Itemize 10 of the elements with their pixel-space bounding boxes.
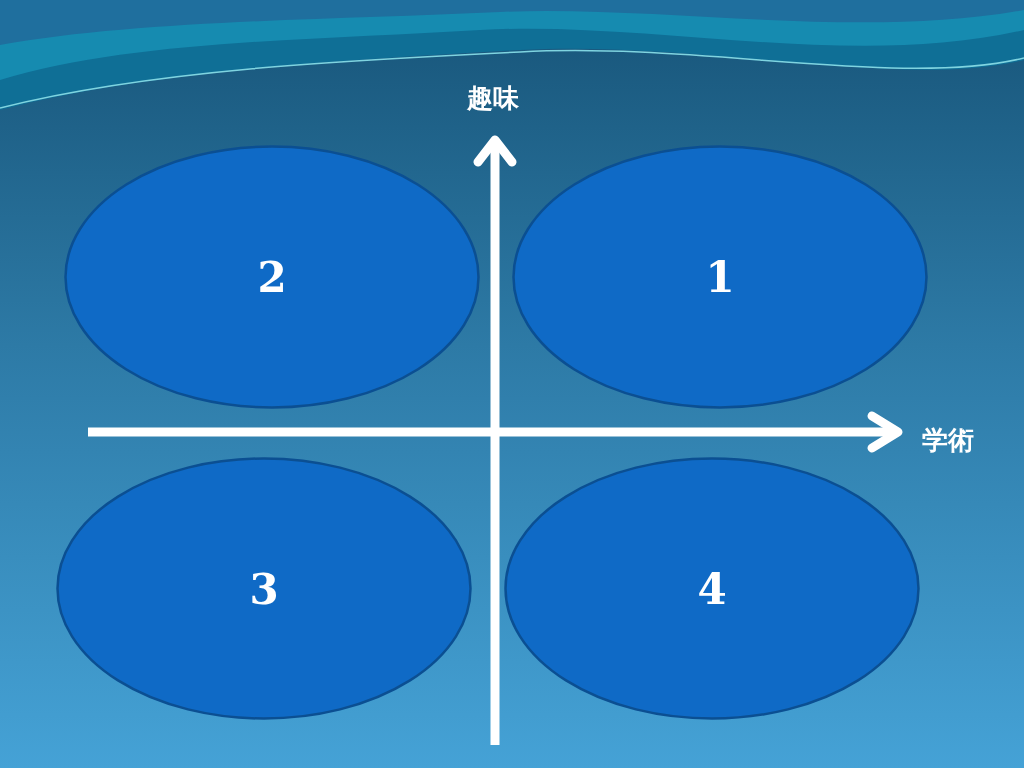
- quadrant-number: 1: [705, 252, 735, 302]
- oval: [56, 457, 472, 720]
- oval: [64, 145, 480, 409]
- oval: [512, 145, 928, 409]
- quadrant-number: 4: [697, 564, 727, 613]
- quadrant-number: 2: [257, 252, 287, 302]
- axis-label: 学術: [922, 423, 974, 457]
- axis-label: 趣味: [467, 81, 519, 115]
- quadrant-number: 3: [249, 564, 279, 613]
- oval: [504, 457, 920, 720]
